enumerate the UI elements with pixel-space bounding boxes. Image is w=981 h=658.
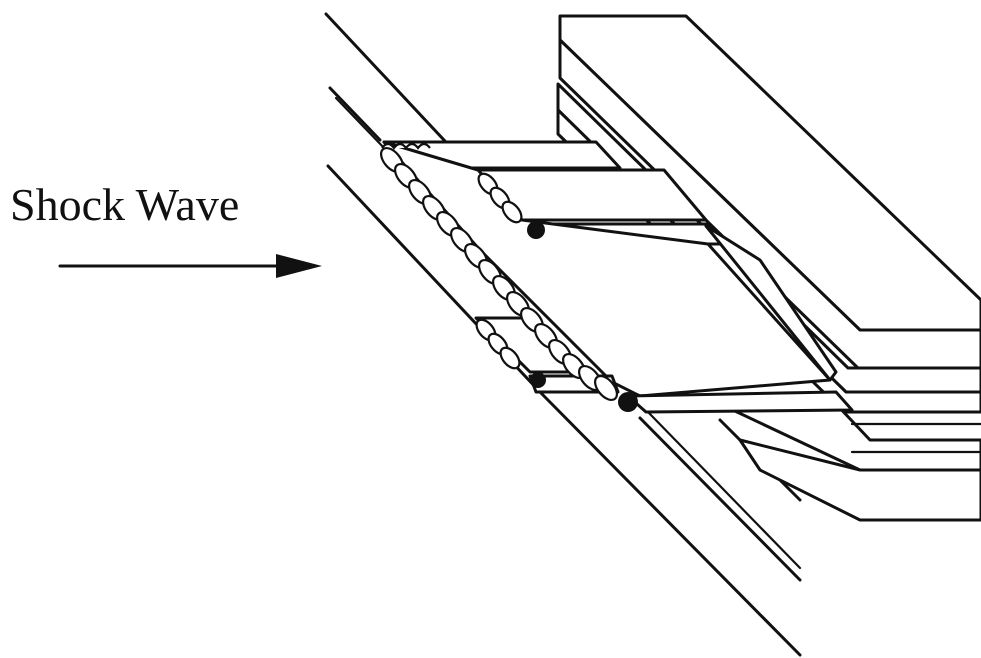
weld-root-dots [527, 221, 638, 412]
shock-wave-arrow [58, 254, 322, 278]
shock-wave-label: Shock Wave [10, 179, 240, 230]
back-plate-stack [556, 14, 981, 522]
weld-beads [380, 142, 618, 401]
